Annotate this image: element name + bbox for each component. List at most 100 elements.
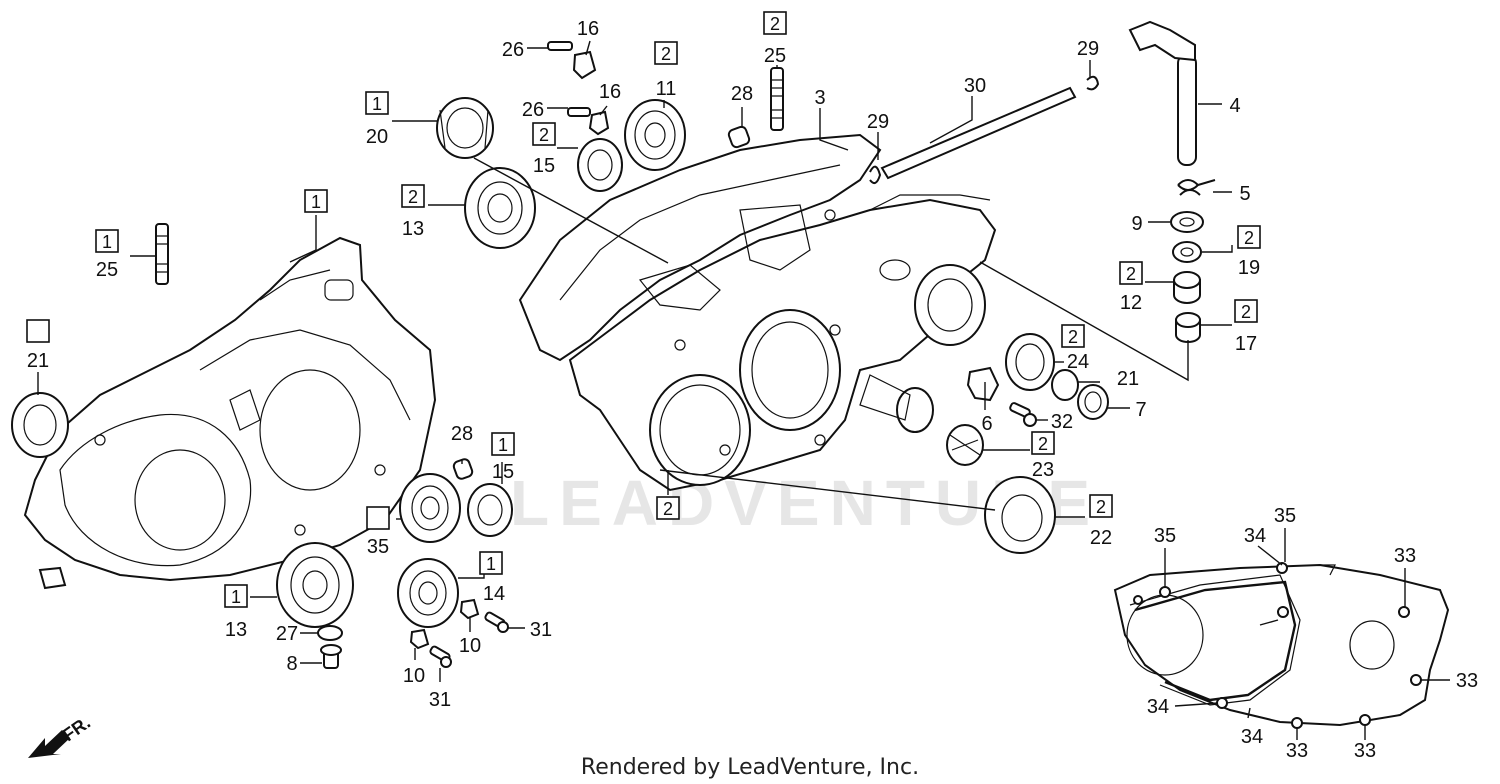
svg-text:22: 22 xyxy=(1090,527,1112,549)
svg-text:19: 19 xyxy=(1238,257,1260,279)
callout-13-upper: 2 13 xyxy=(401,184,425,240)
callout-32: 32 xyxy=(1051,411,1073,433)
dowel-28-upper[interactable] xyxy=(727,125,751,149)
plate-16-upper[interactable] xyxy=(572,50,597,80)
ring-21[interactable] xyxy=(1051,369,1079,401)
svg-text:2: 2 xyxy=(663,499,673,519)
bushing-17[interactable] xyxy=(1175,312,1201,343)
callout-31-lower: 31 xyxy=(429,689,451,711)
washer-9[interactable] xyxy=(1170,211,1204,233)
case-gasket[interactable] xyxy=(518,133,882,362)
callout-26-lower: 26 xyxy=(522,99,544,121)
callout-34-bottom: 34 xyxy=(1241,726,1263,748)
bolt-26-lower[interactable] xyxy=(567,107,591,117)
svg-text:11: 11 xyxy=(656,78,677,100)
seal-7[interactable] xyxy=(1077,384,1109,420)
bearing-13-lower[interactable] xyxy=(276,542,354,628)
callout-13-lower: 1 13 xyxy=(224,584,248,641)
breather-hose-30[interactable] xyxy=(880,86,1077,180)
callout-31-upper: 31 xyxy=(530,619,552,641)
callout-33-bottom-right: 33 xyxy=(1354,740,1376,762)
callout-15-upper: 2 15 xyxy=(532,122,556,177)
front-arrow-icon: FR. xyxy=(28,712,94,758)
callout-35-right-label: 35 xyxy=(1274,505,1296,527)
svg-text:13: 13 xyxy=(225,619,247,641)
bolt-32[interactable] xyxy=(1009,402,1037,427)
callout-26-upper: 26 xyxy=(502,39,524,61)
plate-10-upper[interactable] xyxy=(459,598,480,620)
svg-text:25: 25 xyxy=(764,45,786,67)
bearing-18[interactable] xyxy=(436,97,494,159)
callout-18: 1 20 xyxy=(365,91,389,148)
callout-15-lower: 1 15 xyxy=(491,432,515,483)
clip-6[interactable] xyxy=(966,366,1000,402)
svg-text:1: 1 xyxy=(311,192,321,212)
bearing-13-upper[interactable] xyxy=(464,167,536,249)
clip-29-upper[interactable] xyxy=(1086,75,1100,91)
svg-text:1: 1 xyxy=(498,435,508,455)
bearing-15-upper[interactable] xyxy=(577,138,623,192)
bearing-23[interactable] xyxy=(946,424,984,466)
callout-29-lower: 29 xyxy=(867,111,889,133)
bearing-15-lower[interactable] xyxy=(467,483,513,537)
plate-16-lower[interactable] xyxy=(588,110,610,136)
kick-shaft-4[interactable] xyxy=(1128,20,1197,166)
svg-text:23: 23 xyxy=(1032,459,1054,481)
leader-lines xyxy=(37,40,1450,740)
spring-5[interactable] xyxy=(1177,179,1216,196)
bearing-11[interactable] xyxy=(624,99,686,171)
stud-25-left[interactable] xyxy=(155,223,169,285)
bearing-19[interactable] xyxy=(1172,241,1202,263)
svg-text:12: 12 xyxy=(1120,292,1142,314)
left-crankcase[interactable] xyxy=(23,236,437,590)
callout-10-lower: 10 xyxy=(403,665,425,687)
clip-29-lower[interactable] xyxy=(869,165,882,185)
svg-text:2: 2 xyxy=(1241,302,1251,322)
svg-text:2: 2 xyxy=(1244,228,1254,248)
bolt-31-upper[interactable] xyxy=(484,611,509,633)
svg-text:2: 2 xyxy=(1038,434,1048,454)
callout-9: 9 xyxy=(1131,213,1142,235)
svg-text:2: 2 xyxy=(1126,264,1136,284)
bushing-12[interactable] xyxy=(1173,271,1201,304)
seal-20[interactable] xyxy=(11,392,69,458)
svg-text:20: 20 xyxy=(366,126,388,148)
washer-27[interactable] xyxy=(317,625,343,641)
svg-text:2: 2 xyxy=(770,14,780,34)
svg-text:2: 2 xyxy=(1096,497,1106,517)
bolt-31-lower[interactable] xyxy=(429,645,452,668)
stud-25-upper[interactable] xyxy=(770,67,784,131)
callout-36: 35 xyxy=(366,506,390,558)
callout-28-upper: 28 xyxy=(731,83,753,105)
callout-5: 5 xyxy=(1239,183,1250,205)
bearing-36[interactable] xyxy=(399,473,461,543)
seal-22[interactable] xyxy=(984,476,1056,554)
callout-27: 27 xyxy=(276,623,298,645)
svg-text:2: 2 xyxy=(661,44,671,64)
svg-text:14: 14 xyxy=(483,583,505,605)
callout-16-upper: 16 xyxy=(577,18,599,40)
seal-24[interactable] xyxy=(1005,333,1055,391)
callout-25-upper: 2 25 xyxy=(763,11,787,67)
svg-text:35: 35 xyxy=(367,536,389,558)
callout-16-lower: 16 xyxy=(599,81,621,103)
dowel-28-lower[interactable] xyxy=(452,458,474,480)
bolt-8[interactable] xyxy=(320,644,342,669)
callout-29-upper: 29 xyxy=(1077,38,1099,60)
plate-10-lower[interactable] xyxy=(409,628,430,650)
right-crankcase[interactable] xyxy=(568,194,997,492)
cover-gasket[interactable] xyxy=(1113,562,1450,729)
svg-text:17: 17 xyxy=(1235,333,1257,355)
callout-10-upper: 10 xyxy=(459,635,481,657)
callout-23: 2 23 xyxy=(1031,431,1055,481)
callout-33-right: 33 xyxy=(1456,670,1478,692)
bolt-26-upper[interactable] xyxy=(547,41,573,51)
callout-20: 21 xyxy=(26,319,50,372)
bearing-14[interactable] xyxy=(397,558,459,628)
callout-34-top: 34 xyxy=(1244,525,1266,547)
credit-footer: Rendered by LeadVenture, Inc. xyxy=(580,755,920,780)
svg-text:1: 1 xyxy=(231,587,241,607)
svg-text:2: 2 xyxy=(408,187,418,207)
callout-34-left: 34 xyxy=(1147,696,1169,718)
